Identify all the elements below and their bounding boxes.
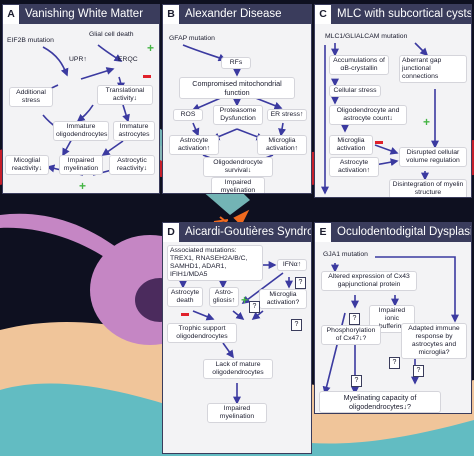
astrocyte-activation-c: Astrocyte activation↑: [329, 157, 379, 177]
gfap-mutation: GFAP mutation: [169, 35, 215, 42]
question-d2: ?: [249, 301, 260, 313]
orange-glial-cell: [213, 209, 250, 241]
oligodendrocyte-survival: Oligodendrocyte survival↓: [203, 157, 273, 177]
panel-d-title: Aicardi-Goutières Syndrome: [185, 226, 311, 238]
minus-sign-d: [181, 313, 189, 316]
panel-a-header: A Vanishing White Matter: [3, 5, 159, 24]
phosphorylation-cx47: Phosphorylation of Cx47↓?: [321, 325, 381, 345]
associated-mutations: Associated mutations: TREX1, RNASEH2A/B/…: [167, 245, 263, 281]
question-d1: ?: [295, 277, 306, 289]
panel-e-header: E Oculodentodigital Dysplasia: [315, 223, 471, 242]
cellular-stress: Cellular stress: [329, 85, 381, 97]
mitochondrial-function: Compromised mitochondrial function: [179, 77, 295, 99]
astrocyte-activation-b: Astrocyte activation↑: [169, 135, 219, 155]
panel-e-title: Oculodentodigital Dysplasia: [337, 226, 472, 238]
translational-activity: Translational activity↓: [97, 85, 153, 105]
panel-d: D Aicardi-Goutières Syndrome Associated m…: [162, 222, 312, 454]
er-stress: ER stress↑: [267, 109, 307, 121]
panel-a-title: Vanishing White Matter: [25, 8, 144, 20]
additional-stress: Additional stress: [9, 87, 53, 107]
microglia-activation-d: Microglia activation?: [259, 289, 307, 309]
disrupted-volume-regulation: Disrupted cellular volume regulation: [399, 147, 467, 167]
glial-cell-death: Glial cell death: [89, 31, 134, 38]
immature-astrocytes: Immature astrocytes: [113, 121, 155, 141]
question-e3: ?: [351, 375, 362, 387]
erqc: ERQC: [118, 56, 138, 63]
associated-mutations-heading: Associated mutations:: [170, 247, 237, 254]
panel-b-header: B Alexander Disease: [163, 5, 311, 24]
mlc1-mutation: MLC1/GLIALCAM mutation: [325, 33, 408, 40]
astrocytic-reactivity: Astrocytic reactivity↓: [109, 155, 155, 175]
question-e4: ?: [413, 365, 424, 377]
gja1-mutation: GJA1 mutation: [323, 251, 368, 258]
ifn-alpha: IFNα↑: [277, 259, 307, 271]
microglia-activation-c: Microglia activation: [329, 135, 373, 155]
altered-cx43: Altered expression of Cx43 gapjunctional…: [321, 271, 417, 291]
panel-e-label: E: [315, 223, 331, 242]
impaired-myelination-d: Impaired myelination: [207, 403, 267, 423]
panel-d-arrows: [179, 261, 293, 405]
upr: UPR↑: [69, 56, 87, 63]
astrogliosis: Astro- gliosis↑: [209, 287, 239, 307]
astrocyte-death: Astrocyte death: [167, 287, 203, 307]
proteasome-dysfunction: Proteasome Dysfunction: [213, 105, 263, 125]
aberrant-gap-junctions: Aberrant gap junctional connections: [399, 55, 467, 83]
panel-b-label: B: [163, 5, 179, 24]
rfs: RFs: [221, 57, 251, 69]
gene-list-1: TREX1, RNASEH2A/B/C,: [170, 255, 248, 262]
disintegration-myelin: Disintegration of myelin structure: [389, 179, 467, 197]
adapted-immune-response: Adapted immune response by astrocytes an…: [401, 323, 467, 359]
immature-oligodendrocytes: Immature oligodendrocytes: [53, 121, 109, 141]
question-e2: ?: [389, 357, 400, 369]
eif2b-mutation: EIF2B mutation: [7, 37, 54, 44]
cyan-fiber: [0, 383, 474, 456]
panel-c-title: MLC with subcortical cysts: [337, 8, 472, 20]
minus-sign-c: [375, 141, 383, 144]
panel-d-header: D Aicardi-Goutières Syndrome: [163, 223, 311, 242]
plus-sign-a1: +: [147, 41, 155, 55]
panel-c-label: C: [315, 5, 331, 24]
impaired-myelination-b: Impaired myelination: [211, 177, 265, 193]
gene-list-2: SAMHD1, ADAR1, IFIH1/MDA5: [170, 263, 227, 278]
panel-d-label: D: [163, 223, 179, 242]
panel-e: E Oculodentodigital Dysplasia GJA1 mutati…: [314, 222, 472, 414]
question-d3: ?: [291, 319, 302, 331]
accumulations: Accumulations of αB-crystallin: [329, 55, 389, 75]
panel-c-header: C MLC with subcortical cysts: [315, 5, 471, 24]
neuron-dendrite: [0, 213, 120, 262]
plus-sign-a2: +: [79, 179, 87, 193]
trophic-support: Trophic support oligodendrocytes: [167, 323, 237, 343]
question-e1: ?: [349, 313, 360, 325]
panel-a-label: A: [3, 5, 19, 24]
minus-sign-a1: [143, 75, 151, 78]
oligo-astro-count: Oligodendrocyte and astrocyte count↓: [329, 105, 407, 125]
microglia-activation-b: Microglia activation↑: [257, 135, 307, 155]
panel-b-title: Alexander Disease: [185, 8, 282, 20]
lack-mature-oligodendrocytes: Lack of mature oligodendrocytes: [203, 359, 273, 379]
panel-c: C MLC with subcortical cysts MLC1/GLIALCA…: [314, 4, 472, 198]
impaired-myelination-a: Impaired myelination: [59, 155, 103, 175]
panel-a: A Vanishing White Matter Glial cell death…: [2, 4, 160, 194]
panel-b: B Alexander Disease GFAP mutation RFs Com…: [162, 4, 312, 194]
myelinating-capacity: Myelinating capacity of oligodendrocytes…: [319, 391, 441, 413]
plus-sign-d: +: [241, 293, 249, 307]
plus-sign-c: +: [423, 115, 431, 129]
ros: ROS: [173, 109, 203, 121]
microglial-reactivity: Micoglial reactivity↓: [5, 155, 49, 175]
